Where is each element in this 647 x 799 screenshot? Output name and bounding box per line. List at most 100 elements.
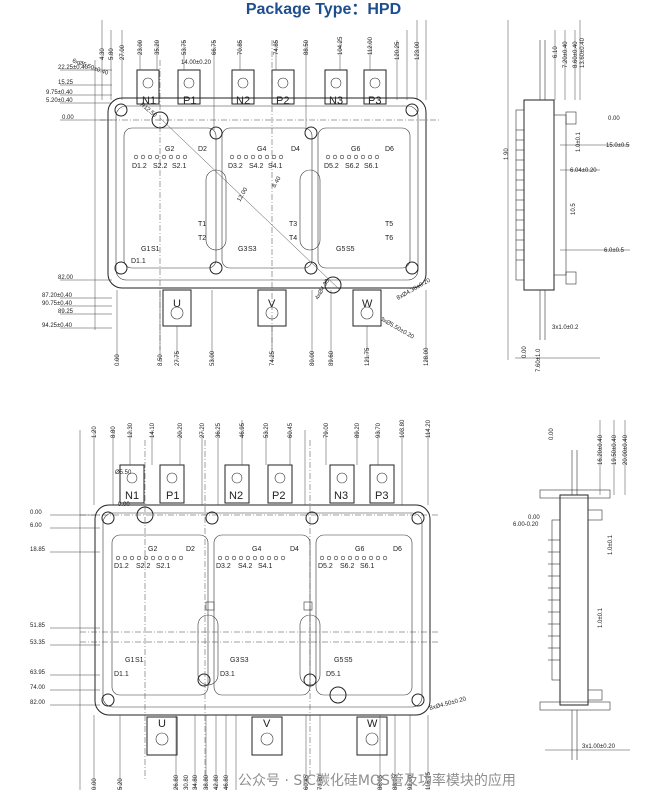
side-view-2 [539, 420, 630, 760]
dim-label: 15.0±0.5 [606, 143, 630, 149]
dim-label: 6.00-0.20 [513, 522, 539, 528]
dim-label: 38.80 [204, 774, 210, 790]
gate-label: D4 [290, 546, 299, 553]
dim-label: 15.25 [58, 80, 74, 86]
top-extension-lines [101, 20, 427, 130]
dim-label: 0.00 [92, 778, 98, 790]
pin-label: S6.1 [360, 563, 375, 570]
bottom-bottom-extension-lines [93, 715, 429, 790]
dim-label: 9.75±0.40 [46, 90, 73, 96]
dim-label: 88.95 [393, 774, 399, 790]
dim-label: 6.04±0.20 [570, 168, 597, 174]
dim-label: 79.00 [324, 422, 330, 438]
bottom-terminal-v: V [263, 718, 271, 730]
lower-pin-label: T5 [385, 221, 393, 228]
side-view [507, 20, 630, 360]
dim-label: 20.00±0.40 [623, 434, 629, 465]
lower-pin-label: T1 [198, 221, 206, 228]
dim-label: 1.0±0.1 [608, 534, 614, 555]
compartment-2 [221, 127, 313, 269]
dim-label: 5.20 [118, 778, 124, 790]
pin-label: S2.1 [172, 163, 187, 170]
dim-label: 26.80 [174, 774, 180, 790]
side-view-fins [516, 129, 524, 261]
lower-pin-label: T6 [385, 235, 393, 242]
dim-label: 27.75 [175, 350, 181, 366]
dim-label: 80.00 [310, 350, 316, 366]
dim-label: 112.00 [368, 36, 374, 55]
dim-label: 60.45 [304, 774, 310, 790]
dim-label: 53.00 [210, 350, 216, 366]
bottom-terminal-n3: N3 [334, 490, 348, 502]
dim-label: 6.10 [553, 46, 559, 58]
bottom-terminal-p3: P3 [375, 490, 388, 502]
pin-label: S6.2 [345, 163, 360, 170]
lower-pin-label: S5 [346, 246, 355, 253]
top-view [60, 20, 440, 362]
dim-label: 87.20±0.40 [42, 293, 73, 299]
gate-label: D6 [385, 146, 394, 153]
lower-pin-label: S3 [240, 657, 249, 664]
gate-label: D6 [393, 546, 402, 553]
bottom-terminal-w: W [367, 718, 378, 730]
top-terminal-tabs [136, 69, 387, 105]
callout-label: 12.00 [237, 186, 250, 203]
watermark: 公众号 · SiC碳化硅MOS管及功率模块的应用 [238, 773, 516, 789]
dim-label: 0.00 [62, 115, 74, 121]
callout-label: 4xØ4.30 [315, 278, 332, 301]
callout-label: 3xØ5.50±0.20 [379, 317, 415, 341]
callout-label: 8xØ4.30±0.20 [396, 277, 432, 301]
bottom-view [50, 420, 440, 790]
pin-label: D1.2 [114, 563, 129, 570]
dim-label: 114.20 [426, 419, 432, 438]
top-terminal-p3: P3 [368, 95, 381, 107]
slots [205, 169, 321, 251]
pin-label: S2.1 [156, 563, 171, 570]
bottom-top-extension-lines [93, 420, 429, 505]
side-view-2-body [559, 494, 589, 706]
dim-label: 0.00 [522, 346, 528, 358]
dim-label: 8.60±0.40 [573, 41, 579, 68]
lower-pin-label: D3.1 [220, 671, 235, 678]
dim-label: 10.5 [571, 203, 577, 215]
dim-label: 0.00 [528, 515, 540, 521]
gate-label: G4 [257, 146, 266, 153]
dim-label: 121.75 [365, 347, 371, 366]
bottom-terminal-n2: N2 [229, 490, 243, 502]
dim-label: 71.50 [318, 774, 324, 790]
gate-label: D4 [291, 146, 300, 153]
gate-label: G4 [252, 546, 261, 553]
dim-label: 22.25±0.40 [58, 65, 89, 71]
dim-label: 70.85 [238, 39, 244, 55]
pin-label: S2.2 [153, 163, 168, 170]
callout-label: 14.00±0.20 [181, 60, 212, 66]
dim-label: 89.20 [355, 422, 361, 438]
page-title: Package Type：HPD [245, 1, 402, 18]
dim-label: 13.60±0.40 [580, 37, 586, 68]
pin-label: D1.2 [132, 163, 147, 170]
dim-label: 60.45 [288, 422, 294, 438]
dim-label: 74.00 [30, 685, 46, 691]
top-terminal-u: U [173, 298, 181, 310]
mounting-holes [114, 103, 419, 294]
dim-label: 104.25 [338, 36, 344, 55]
dim-label: 116.75 [426, 771, 432, 790]
lower-pin-label: S1 [151, 246, 160, 253]
callout-label: 8.40 [272, 175, 283, 189]
dim-label: 1.20 [92, 426, 98, 438]
pin-label: S2.2 [136, 563, 151, 570]
lower-pin-label: T2 [198, 235, 206, 242]
lower-pin-label: G5 [336, 246, 345, 253]
dim-label: 27.00 [120, 44, 126, 60]
lower-pin-label: S1 [135, 657, 144, 664]
callout-label: 3x1.00±0.20 [582, 744, 616, 750]
pin-label: D5.2 [324, 163, 339, 170]
bottom-slots [197, 601, 321, 686]
lower-pin-label: D1.1 [131, 258, 146, 265]
dim-label: 19.50±0.40 [612, 434, 618, 465]
lower-pin-label: G1 [141, 246, 150, 253]
dim-label: 14.10 [150, 422, 156, 438]
callout-label: 3x1.0±0.2 [552, 325, 579, 331]
dim-label: 88.50 [304, 39, 310, 55]
